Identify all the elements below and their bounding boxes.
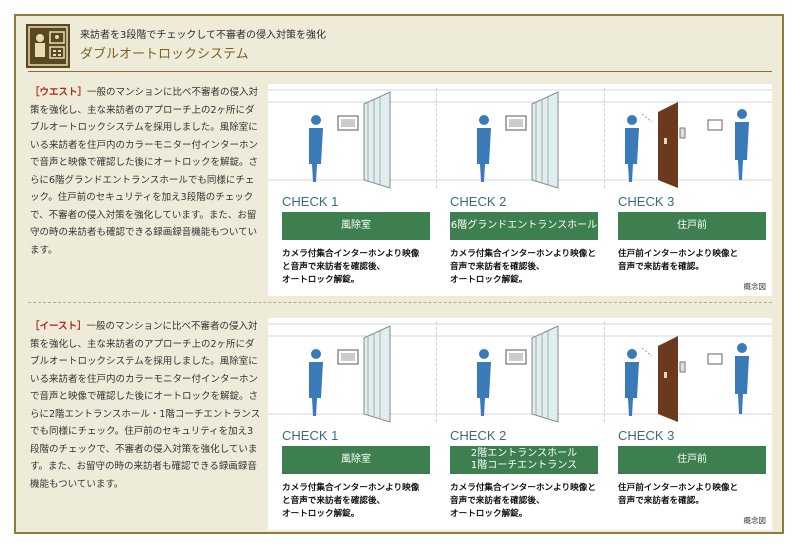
check-caption: カメラ付集合インターホンより映像 と音声で来訪者を確認後、 オートロック解錠。: [282, 249, 420, 285]
check-caption: カメラ付集合インターホンより映像と 音声で来訪者を確認後、 オートロック解錠。: [450, 249, 596, 285]
concept-diagram-note: 概念図: [743, 282, 767, 291]
section-tag: ［ウエスト］: [30, 87, 88, 98]
check-number: CHECK 3: [618, 194, 675, 209]
check-location-label: 風除室: [282, 446, 430, 474]
check-caption: カメラ付集合インターホンより映像 と音声で来訪者を確認後、 オートロック解錠。: [282, 483, 420, 519]
section-divider: [28, 302, 772, 303]
column-divider: [436, 322, 437, 422]
check-column: CHECK 2 6階グランドエントランスホール カメラ付集合インターホンより映像…: [436, 84, 604, 296]
feature-panel: 来訪者を3段階でチェックして不審者の侵入対策を強化 ダブルオートロックシステム …: [14, 14, 784, 534]
check-column: CHECK 1 風除室 カメラ付集合インターホンより映像 と音声で来訪者を確認後…: [268, 318, 436, 530]
entrance-door-illustration: [268, 89, 436, 189]
check-location-label: 住戸前: [618, 446, 766, 474]
check-location-label: 住戸前: [618, 212, 766, 240]
section-description: ［イースト］一般のマンションに比べ不審者の侵入対策を強化し、主な来訪者のアプロー…: [30, 318, 262, 493]
concept-diagram-note: 概念図: [743, 516, 767, 525]
check-caption: 住戸前インターホンより映像と 音声で来訪者を確認。: [618, 249, 739, 272]
section-east: ［イースト］一般のマンションに比べ不審者の侵入対策を強化し、主な来訪者のアプロー…: [16, 312, 782, 532]
section-description: ［ウエスト］一般のマンションに比べ不審者の侵入対策を強化し、主な来訪者のアプロー…: [30, 84, 262, 259]
check-number: CHECK 2: [450, 194, 507, 209]
check-number: CHECK 3: [618, 428, 675, 443]
diagram-panel: CHECK 1 風除室 カメラ付集合インターホンより映像 と音声で来訪者を確認後…: [268, 84, 772, 296]
check-location-label: 6階グランドエントランスホール: [450, 212, 598, 240]
section-text: 一般のマンションに比べ不審者の侵入対策を強化し、主な来訪者のアプローチ上の2ヶ所…: [30, 321, 261, 490]
unit-door-illustration: [604, 323, 772, 422]
section-west: ［ウエスト］一般のマンションに比べ不審者の侵入対策を強化し、主な来訪者のアプロー…: [16, 78, 782, 298]
check-column: CHECK 3 住戸前 住戸前インターホンより映像と 音声で来訪者を確認。: [604, 84, 772, 296]
check-caption: 住戸前インターホンより映像と 音声で来訪者を確認。: [618, 483, 739, 506]
check-number: CHECK 1: [282, 194, 339, 209]
check-caption: カメラ付集合インターホンより映像と 音声で来訪者を確認後、 オートロック解錠。: [450, 483, 596, 519]
intercom-logo-icon: [26, 24, 70, 68]
check-column: CHECK 2 2階エントランスホール 1階コーチエントランス カメラ付集合イン…: [436, 318, 604, 530]
column-divider: [436, 88, 437, 188]
check-number: CHECK 2: [450, 428, 507, 443]
check-number: CHECK 1: [282, 428, 339, 443]
column-divider: [604, 322, 605, 422]
check-location-label: 2階エントランスホール 1階コーチエントランス: [450, 446, 598, 474]
section-tag: ［イースト］: [30, 321, 87, 332]
diagram-panel: CHECK 1 風除室 カメラ付集合インターホンより映像 と音声で来訪者を確認後…: [268, 318, 772, 530]
unit-door-illustration: [604, 89, 772, 188]
column-divider: [604, 88, 605, 188]
entrance-hall-illustration: [436, 323, 604, 423]
check-column: CHECK 1 風除室 カメラ付集合インターホンより映像 と音声で来訪者を確認後…: [268, 84, 436, 296]
page-title: ダブルオートロックシステム: [80, 47, 249, 62]
title-divider: [28, 71, 772, 72]
check-location-label: 風除室: [282, 212, 430, 240]
section-text: 一般のマンションに比べ不審者の侵入対策を強化し、主な来訪者のアプローチ上の2ヶ所…: [30, 87, 259, 256]
subtitle: 来訪者を3段階でチェックして不審者の侵入対策を強化: [80, 30, 327, 41]
entrance-hall-illustration: [436, 89, 604, 189]
entrance-door-illustration: [268, 323, 436, 423]
check-column: CHECK 3 住戸前 住戸前インターホンより映像と 音声で来訪者を確認。: [604, 318, 772, 530]
header: 来訪者を3段階でチェックして不審者の侵入対策を強化 ダブルオートロックシステム: [16, 16, 782, 74]
